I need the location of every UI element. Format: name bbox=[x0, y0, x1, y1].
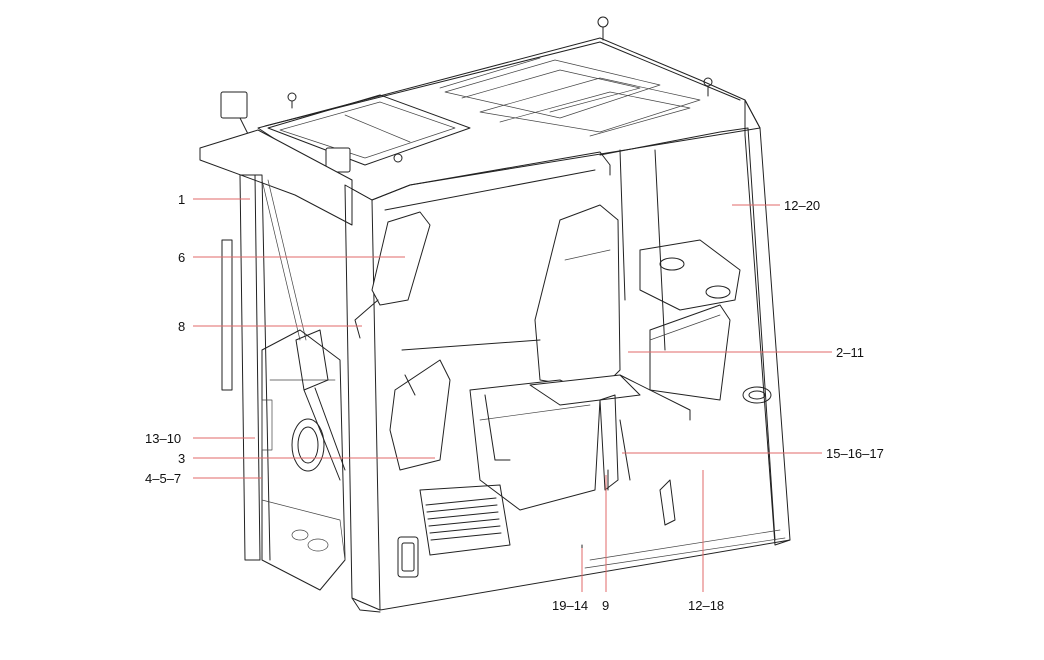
callout-15-16-17: 15–16–17 bbox=[826, 446, 884, 461]
callout-4-5-7: 4–5–7 bbox=[145, 471, 182, 486]
callout-9: 9 bbox=[602, 598, 610, 613]
callout-13-10: 13–10 bbox=[145, 431, 182, 446]
callout-12-18: 12–18 bbox=[688, 598, 725, 613]
callout-6: 6 bbox=[178, 250, 186, 265]
callout-3: 3 bbox=[178, 451, 186, 466]
callout-8: 8 bbox=[178, 319, 186, 334]
callout-2-11: 2–11 bbox=[836, 345, 864, 360]
callout-19-14: 19–14 bbox=[552, 598, 589, 613]
callout-12-20: 12–20 bbox=[784, 198, 821, 213]
callout-1: 1 bbox=[178, 192, 186, 207]
